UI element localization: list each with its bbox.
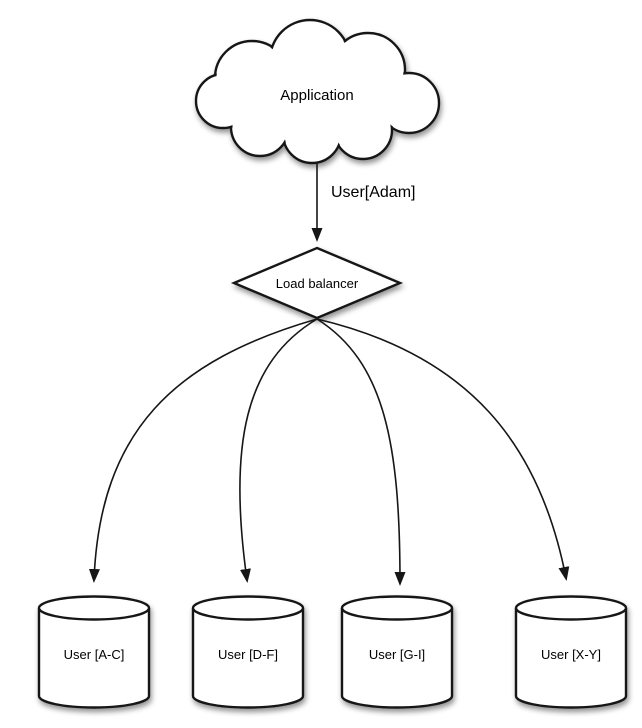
node-shard-g-i-cylinder: User [G-I]	[340, 595, 454, 709]
shard-g-i-label: User [G-I]	[369, 647, 425, 662]
node-load-balancer-diamond: Load balancer	[230, 246, 404, 320]
cylinder-top	[191, 595, 305, 621]
load-balancer-label: Load balancer	[276, 276, 359, 291]
cylinder-body	[37, 608, 151, 709]
node-shard-x-y-cylinder: User [X-Y]	[514, 595, 628, 709]
node-shard-d-f-cylinder: User [D-F]	[191, 595, 305, 709]
cylinder-top	[37, 595, 151, 621]
shard-d-f-label: User [D-F]	[218, 647, 278, 662]
application-label: Application	[280, 87, 353, 104]
edge-lb-to-shard-a-c-arrow	[88, 318, 318, 583]
load-balancer-shape	[230, 246, 404, 320]
edges-loadbalancer-to-shards	[88, 318, 570, 586]
edge-lb-to-shard-g-i-arrow	[316, 318, 406, 586]
edge-user-adam-label: User[Adam]	[331, 184, 415, 201]
node-application-cloud: Application	[194, 18, 441, 165]
cylinder-top	[514, 595, 628, 621]
cylinder-body	[340, 608, 454, 709]
edge-lb-to-shard-x-y-arrow	[316, 318, 570, 581]
shard-x-y-label: User [X-Y]	[541, 647, 601, 662]
cylinder-top	[340, 595, 454, 621]
edge-lb-to-shard-d-f-arrow	[239, 318, 318, 583]
cylinder-body	[514, 608, 628, 709]
cloud-body	[197, 21, 438, 162]
node-shard-a-c-cylinder: User [A-C]	[37, 595, 151, 709]
cylinder-body	[191, 608, 305, 709]
shard-a-c-label: User [A-C]	[64, 647, 125, 662]
